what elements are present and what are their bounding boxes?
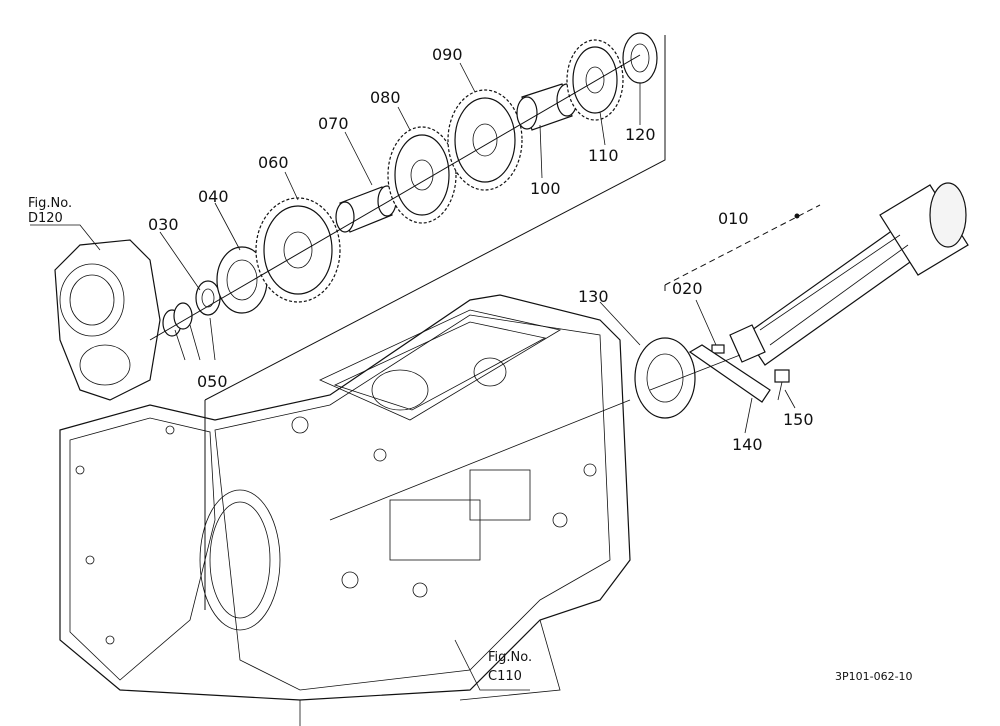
callout-070: 070 xyxy=(318,114,349,133)
callout-060: 060 xyxy=(258,153,289,172)
shaft-callout-dot xyxy=(794,213,800,219)
drawing-code: 3P101-062-10 xyxy=(835,670,913,683)
pin-020 xyxy=(711,344,725,354)
fig-ref-d120-code: D120 xyxy=(28,211,63,226)
callout-120: 120 xyxy=(625,125,656,144)
fig-ref-d120: Fig.No. D120 xyxy=(28,196,72,226)
leader-lines xyxy=(159,62,796,434)
callout-110: 110 xyxy=(588,146,619,165)
fig-ref-d120-label: Fig.No. xyxy=(28,196,72,211)
callout-130: 130 xyxy=(578,287,609,306)
fig-ref-c110-code: C110 xyxy=(488,669,522,684)
callout-140: 140 xyxy=(732,435,763,454)
fig-ref-c110-label: Fig.No. xyxy=(488,650,532,665)
callout-030: 030 xyxy=(148,215,179,234)
shaft-010 xyxy=(729,182,969,366)
callout-010: 010 xyxy=(718,209,749,228)
plate-140 xyxy=(688,344,771,403)
callout-150: 150 xyxy=(783,410,814,429)
callout-100: 100 xyxy=(530,179,561,198)
assembly-lines xyxy=(30,35,821,691)
gear-060 xyxy=(255,197,341,303)
gear-110 xyxy=(566,39,624,121)
gear-090 xyxy=(447,89,523,191)
part-callouts: 010 020 030 040 050 060 070 080 090 100 … xyxy=(148,45,814,454)
bearing-set-030-050 xyxy=(162,246,268,337)
gear-080 xyxy=(387,126,457,224)
callout-020: 020 xyxy=(672,279,703,298)
bearing-130 xyxy=(634,337,696,419)
callout-090: 090 xyxy=(432,45,463,64)
callout-040: 040 xyxy=(198,187,229,206)
sleeve-070 xyxy=(335,185,397,233)
callout-080: 080 xyxy=(370,88,401,107)
bolt-150 xyxy=(774,369,790,401)
d120-assembly xyxy=(54,239,161,401)
callout-050: 050 xyxy=(197,372,228,391)
transmission-housing xyxy=(59,294,631,726)
washer-120 xyxy=(622,32,658,84)
fig-ref-c110: Fig.No. C110 xyxy=(488,650,532,684)
